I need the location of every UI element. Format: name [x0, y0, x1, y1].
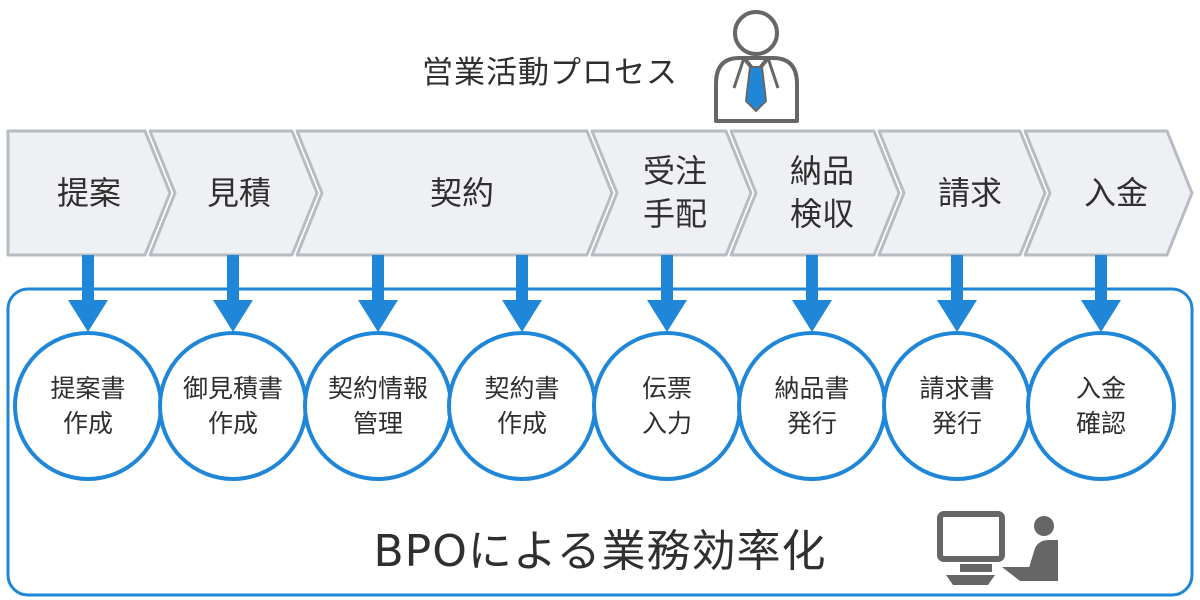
process-step-shape-payment — [1023, 129, 1194, 257]
down-arrow-icon — [937, 255, 977, 332]
process-title: 営業活動プロセス — [422, 55, 678, 91]
task-estimate-document: 御見積書 作成 — [158, 331, 308, 481]
task-payment-confirmation: 入金 確認 — [1026, 331, 1176, 481]
process-step-order: 受注 手配 — [642, 152, 707, 233]
process-step-billing: 請求 — [937, 173, 1002, 212]
task-invoice: 請求書 発行 — [882, 331, 1032, 481]
down-arrow-icon — [213, 255, 253, 332]
businessman-icon — [714, 10, 799, 123]
task-slip-input: 伝票 入力 — [592, 331, 742, 481]
process-step-proposal: 提案 — [56, 173, 121, 212]
process-step-shape-order — [590, 129, 753, 257]
arrow-group — [68, 255, 1121, 332]
process-step-estimate: 見積 — [206, 173, 271, 212]
computer-user-icon — [937, 511, 1058, 585]
process-step-payment: 入金 — [1083, 173, 1148, 212]
down-arrow-icon — [502, 255, 542, 332]
down-arrow-icon — [647, 255, 687, 332]
task-proposal-document: 提案書 作成 — [13, 331, 163, 481]
process-step-shape-contract — [295, 129, 614, 257]
process-step-shape-estimate — [148, 129, 319, 257]
process-step-contract: 契約 — [429, 173, 494, 212]
process-step-shape-billing — [877, 129, 1047, 257]
down-arrow-icon — [68, 255, 108, 332]
process-step-delivery: 納品 検収 — [789, 152, 854, 233]
down-arrow-icon — [358, 255, 398, 332]
process-step-shape-delivery — [729, 129, 901, 257]
task-delivery-note: 納品書 発行 — [737, 331, 887, 481]
task-contract-document: 契約書 作成 — [447, 331, 597, 481]
process-step-shape-proposal — [6, 129, 172, 257]
task-contract-management: 契約情報 管理 — [303, 331, 453, 481]
down-arrow-icon — [1081, 255, 1121, 332]
down-arrow-icon — [792, 255, 832, 332]
bpo-efficiency-text: BPOによる業務効率化 — [373, 526, 827, 577]
